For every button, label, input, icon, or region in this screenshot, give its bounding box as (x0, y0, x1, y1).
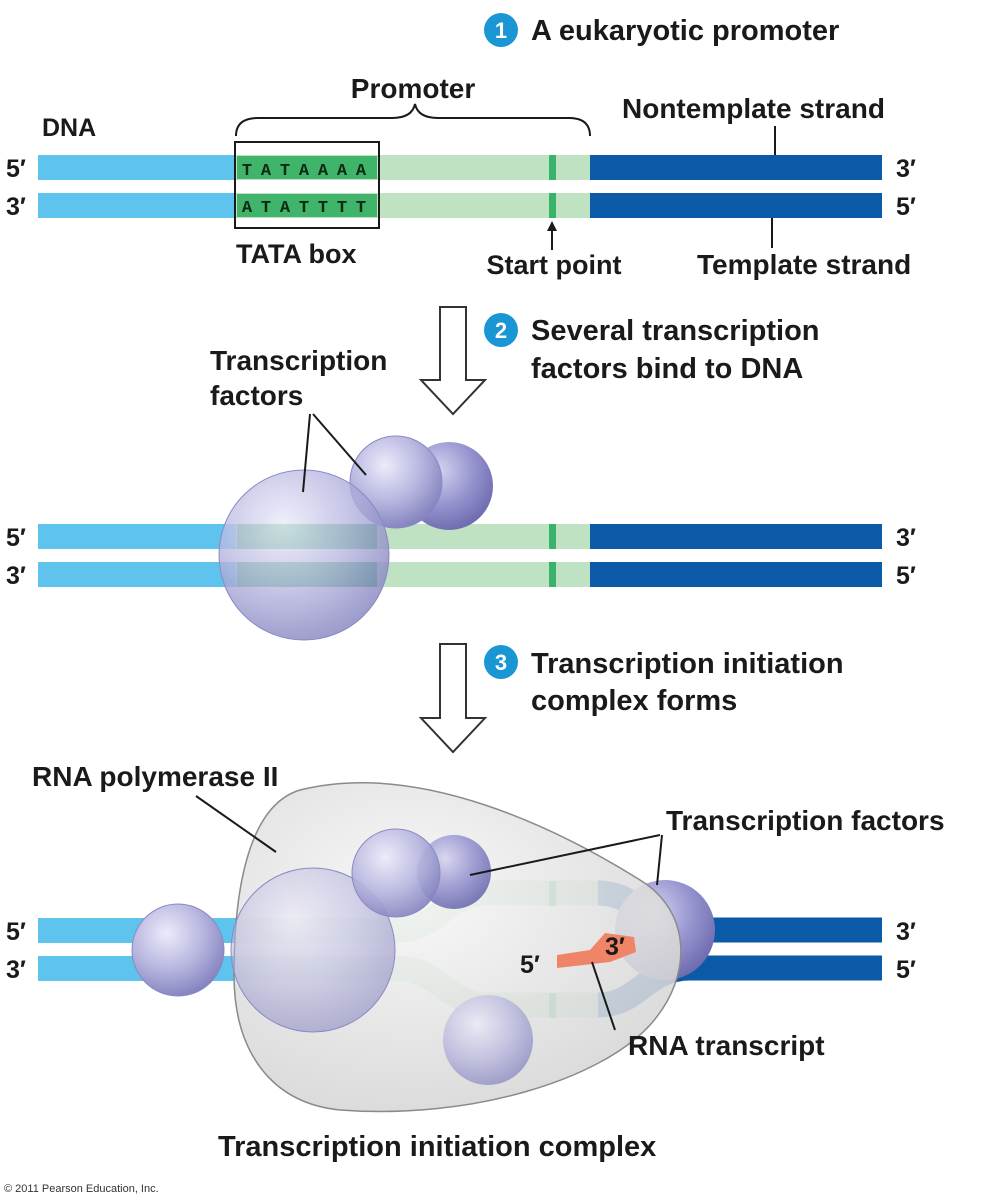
base: T (261, 199, 271, 218)
bottom-strand-dark (590, 193, 882, 218)
bottom-strand-light (38, 562, 238, 587)
base: A (299, 162, 310, 181)
step-3-header: 3 Transcription initiation complex forms (484, 645, 844, 717)
transcription-factors-label: Transcription (210, 345, 387, 376)
step-number: 3 (495, 650, 507, 675)
five-prime-label: 5′ (896, 193, 916, 221)
top-strand-dark (590, 524, 882, 549)
step-text: Several transcription (531, 315, 820, 347)
five-prime-label: 5′ (896, 956, 916, 984)
rna-polymerase-label: RNA polymerase II (32, 761, 278, 792)
five-prime-label: 5′ (520, 951, 540, 979)
transcription-factor-protein (443, 995, 533, 1085)
step-text: A eukaryotic promoter (531, 15, 839, 47)
step-number-circle (484, 313, 518, 347)
rna-transcript (557, 933, 636, 968)
base: A (261, 162, 272, 181)
base: T (318, 199, 328, 218)
three-prime-label: 3′ (605, 933, 625, 961)
label-pointer (656, 834, 663, 886)
label-pointer (591, 961, 616, 1031)
base: T (242, 162, 252, 181)
five-prime-label: 5′ (896, 562, 916, 590)
tata-top-fill (237, 156, 377, 179)
base: A (280, 199, 291, 218)
step-2-header: 2 Several transcription factors bind to … (484, 313, 820, 385)
three-prime-label: 3′ (6, 193, 26, 221)
three-prime-label: 3′ (896, 155, 916, 183)
base: T (280, 162, 290, 181)
base: T (299, 199, 309, 218)
transcription-factor-protein (351, 828, 441, 918)
transcription-factors-label: factors (210, 380, 303, 411)
transcription-factor-protein (131, 903, 225, 997)
step-text: Transcription initiation (531, 648, 844, 680)
tata-box-outline (234, 141, 380, 229)
tata-box-label: TATA box (236, 239, 356, 269)
dna-label: DNA (42, 114, 96, 142)
start-point-label: Start point (487, 250, 622, 280)
start-point-mark-bottom (549, 193, 556, 218)
label-pointer (302, 413, 311, 493)
step-text: factors bind to DNA (531, 353, 803, 385)
transcription-factor-protein (218, 469, 390, 641)
base: A (356, 162, 367, 181)
template-strand-label: Template strand (697, 249, 911, 280)
down-arrow (418, 643, 488, 754)
start-point-mark-bottom (549, 562, 556, 587)
promoter-bracket (235, 103, 591, 137)
step-text: complex forms (531, 685, 737, 717)
down-arrow (418, 306, 488, 416)
five-prime-label: 5′ (6, 155, 26, 183)
rna-transcript-label: RNA transcript (628, 1030, 825, 1061)
transcription-factor-protein (230, 867, 396, 1033)
step-number: 1 (495, 18, 507, 43)
step-number: 2 (495, 318, 507, 343)
promoter-label: Promoter (351, 73, 476, 104)
bottom-strand-dark (590, 562, 882, 587)
three-prime-label: 3′ (6, 956, 26, 984)
base: T (356, 199, 366, 218)
base: A (242, 199, 253, 218)
three-prime-label: 3′ (6, 562, 26, 590)
nontemplate-strand-label: Nontemplate strand (622, 93, 885, 124)
step-1-header: 1 A eukaryotic promoter (484, 13, 839, 47)
transcription-factors-label: Transcription factors (666, 805, 945, 836)
three-prime-label: 3′ (896, 524, 916, 552)
complex-caption: Transcription initiation complex (218, 1131, 656, 1163)
base: A (318, 162, 329, 181)
top-strand-light (38, 155, 238, 180)
start-point-mark-top (549, 524, 556, 549)
base: A (337, 162, 348, 181)
step-number-circle (484, 645, 518, 679)
dna-step-1 (38, 141, 882, 229)
tata-bottom-fill (237, 194, 377, 217)
copyright-notice: © 2011 Pearson Education, Inc. (4, 1183, 159, 1195)
label-pointer (195, 795, 277, 853)
bottom-strand-light (38, 193, 238, 218)
five-prime-label: 5′ (6, 918, 26, 946)
label-pointer (312, 413, 367, 476)
start-point-arrow-head (547, 221, 557, 231)
tata-sequence-bottom: A T A T T T T (242, 199, 366, 218)
start-point-mark-top (549, 155, 556, 180)
tata-sequence-top: T A T A A A A (242, 162, 367, 181)
label-pointer (469, 834, 661, 876)
base: T (337, 199, 347, 218)
top-strand-light (38, 524, 238, 549)
dna-step-2 (38, 524, 882, 587)
three-prime-label: 3′ (896, 918, 916, 946)
top-strand-dark (590, 155, 882, 180)
step-number-circle (484, 13, 518, 47)
five-prime-label: 5′ (6, 524, 26, 552)
